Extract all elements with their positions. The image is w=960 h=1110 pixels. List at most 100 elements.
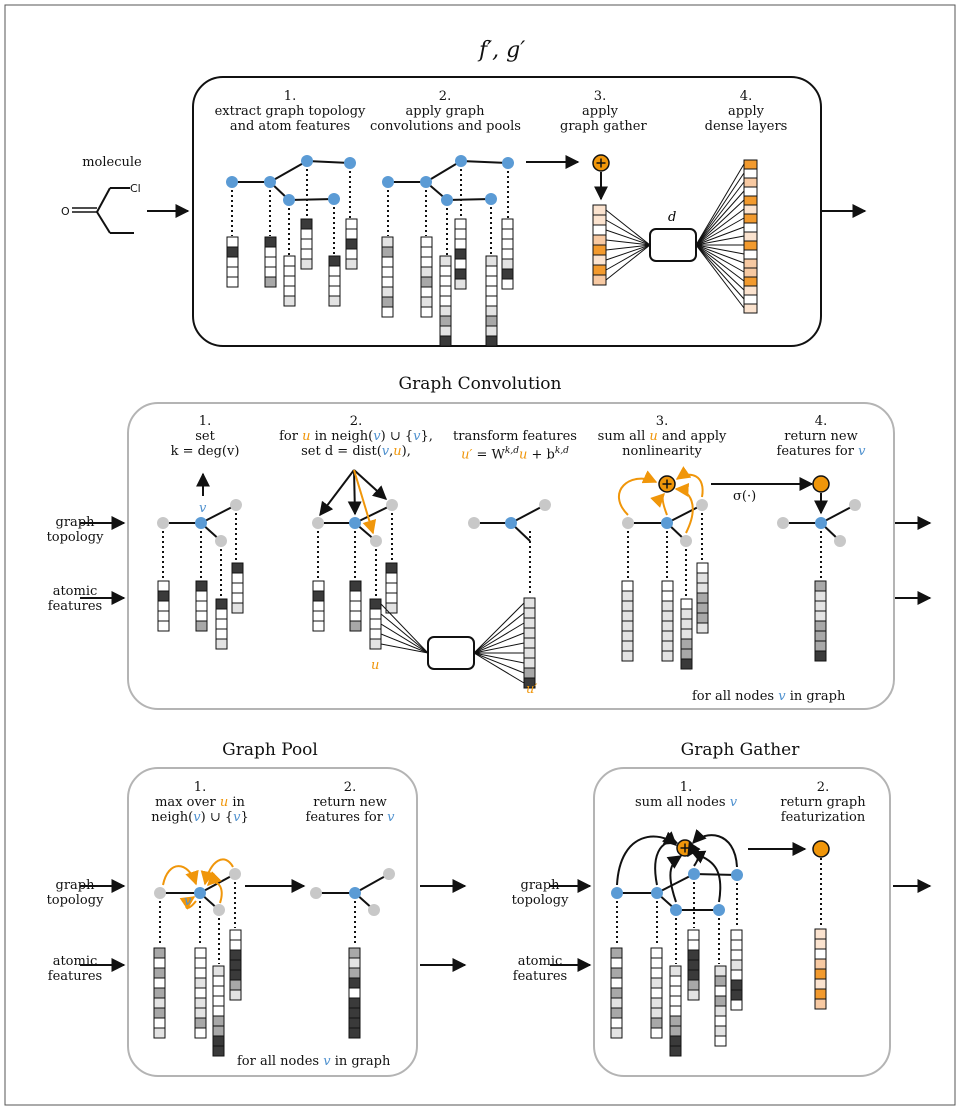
gc-sum-vector-cell [661, 620, 674, 632]
graph-node [611, 887, 623, 899]
gc-uprime-vector-cell [523, 597, 536, 609]
gc-step3-label: 3. sum all u and apply nonlinearity [597, 414, 727, 459]
conv-feature-vector-cell [439, 315, 452, 327]
gc-vector-cell [385, 592, 398, 604]
undefined-cell [687, 939, 700, 951]
gc-vector-cell [231, 572, 244, 584]
gg-featurization-vector-cell [814, 928, 827, 940]
gc-sum-vector-cell [661, 590, 674, 602]
graph-pool-title: Graph Pool [222, 740, 318, 760]
conv-feature-vector-cell [501, 248, 514, 260]
gp-step2-label: 2.return new features for v [305, 780, 395, 825]
gc-vector-cell [157, 580, 170, 592]
atom-feature-vector-cell [328, 265, 341, 277]
atom-feature-vector-cell [283, 295, 296, 307]
gg-featurization-vector-cell [814, 988, 827, 1000]
gc-sum-vector-cell [661, 600, 674, 612]
undefined-cell [610, 957, 623, 969]
atom-feature-vector-cell [264, 276, 277, 288]
atom-feature-vector-cell [328, 255, 341, 267]
atom-feature-vector-cell [345, 248, 358, 260]
undefined-cell [610, 987, 623, 999]
gp-max-curve [162, 865, 199, 886]
gc-new-vector-cell [814, 630, 827, 642]
fan-line [473, 602, 525, 654]
gc-sum-vector-cell [696, 602, 709, 614]
fan-line [695, 244, 745, 291]
gc-vector-cell [369, 598, 382, 610]
graph-node [713, 904, 725, 916]
gc-output-node [812, 475, 830, 493]
gc-u-label: u [371, 658, 380, 673]
undefined-cell [194, 1027, 207, 1039]
dense-output-vector-cell [743, 267, 758, 278]
undefined-cell [687, 969, 700, 981]
conv-feature-vector-cell [485, 285, 498, 297]
dense-output-vector-cell [743, 168, 758, 179]
undefined-cell [610, 1017, 623, 1029]
gc-sum-vector-cell [621, 600, 634, 612]
gp-new-vector-cell [348, 987, 361, 999]
conv-feature-vector-cell [381, 246, 394, 258]
undefined-cell [714, 985, 727, 997]
undefined-cell [714, 1015, 727, 1027]
dense-output-vector-cell [743, 303, 758, 314]
undefined-cell [212, 965, 225, 977]
fan-line [695, 244, 745, 300]
graph-node-gray [368, 904, 380, 916]
conv-feature-vector-cell [454, 268, 467, 280]
conv-feature-vector-cell [420, 256, 433, 268]
fan-line [473, 652, 525, 674]
undefined-cell [714, 1025, 727, 1037]
gc-vector-cell [215, 638, 228, 650]
graph-node [283, 194, 295, 206]
undefined-cell [153, 957, 166, 969]
undefined-cell [730, 949, 743, 961]
gc-transform-box [427, 636, 475, 670]
dense-d-label: d [668, 210, 677, 225]
gc-v-label: v [199, 501, 207, 516]
graph-node-gray [834, 535, 846, 547]
conv-feature-vector-cell [454, 258, 467, 270]
gc-sigma-label: σ(·) [733, 489, 757, 504]
gc-new-vector-cell [814, 620, 827, 632]
undefined-cell [610, 997, 623, 1009]
atom-feature-vector-cell [328, 295, 341, 307]
atom-feature-vector-cell [328, 275, 341, 287]
gp-new-vector-cell [348, 977, 361, 989]
atom-feature-vector-cell [345, 238, 358, 250]
gc-sum-vector-cell [696, 582, 709, 594]
atom-feature-vector-cell [300, 258, 313, 270]
conv-feature-vector-cell [454, 278, 467, 290]
graph-convolution-panel [127, 402, 895, 710]
gc-vector-cell [312, 600, 325, 612]
gp-new-vector-cell [348, 997, 361, 1009]
fan-line [695, 172, 745, 246]
graph-node [670, 904, 682, 916]
graph-node [382, 176, 394, 188]
undefined-cell [229, 979, 242, 991]
undefined-cell [153, 1017, 166, 1029]
atom-feature-vector-cell [226, 236, 239, 248]
gc-sum-vector-cell [661, 610, 674, 622]
gc-vector-cell [215, 608, 228, 620]
undefined-cell [669, 1005, 682, 1017]
undefined-cell [610, 977, 623, 989]
undefined-cell [687, 989, 700, 1001]
gc-sum-vector-cell [696, 612, 709, 624]
conv-feature-vector-cell [381, 276, 394, 288]
fan-line [695, 181, 745, 246]
graph-node [301, 155, 313, 167]
gc-step2-label: 2. for u in neigh(v) ∪ {v}, set d = dist… [279, 414, 433, 459]
conv-feature-vector-cell [439, 255, 452, 267]
gc-vector-cell [312, 590, 325, 602]
graph-node-gray [213, 904, 225, 916]
conv-feature-vector-cell [485, 315, 498, 327]
dense-output-vector-cell [743, 222, 758, 233]
atom-feature-vector-cell [283, 265, 296, 277]
undefined-cell [153, 947, 166, 959]
gather-vector-cell [592, 274, 607, 286]
